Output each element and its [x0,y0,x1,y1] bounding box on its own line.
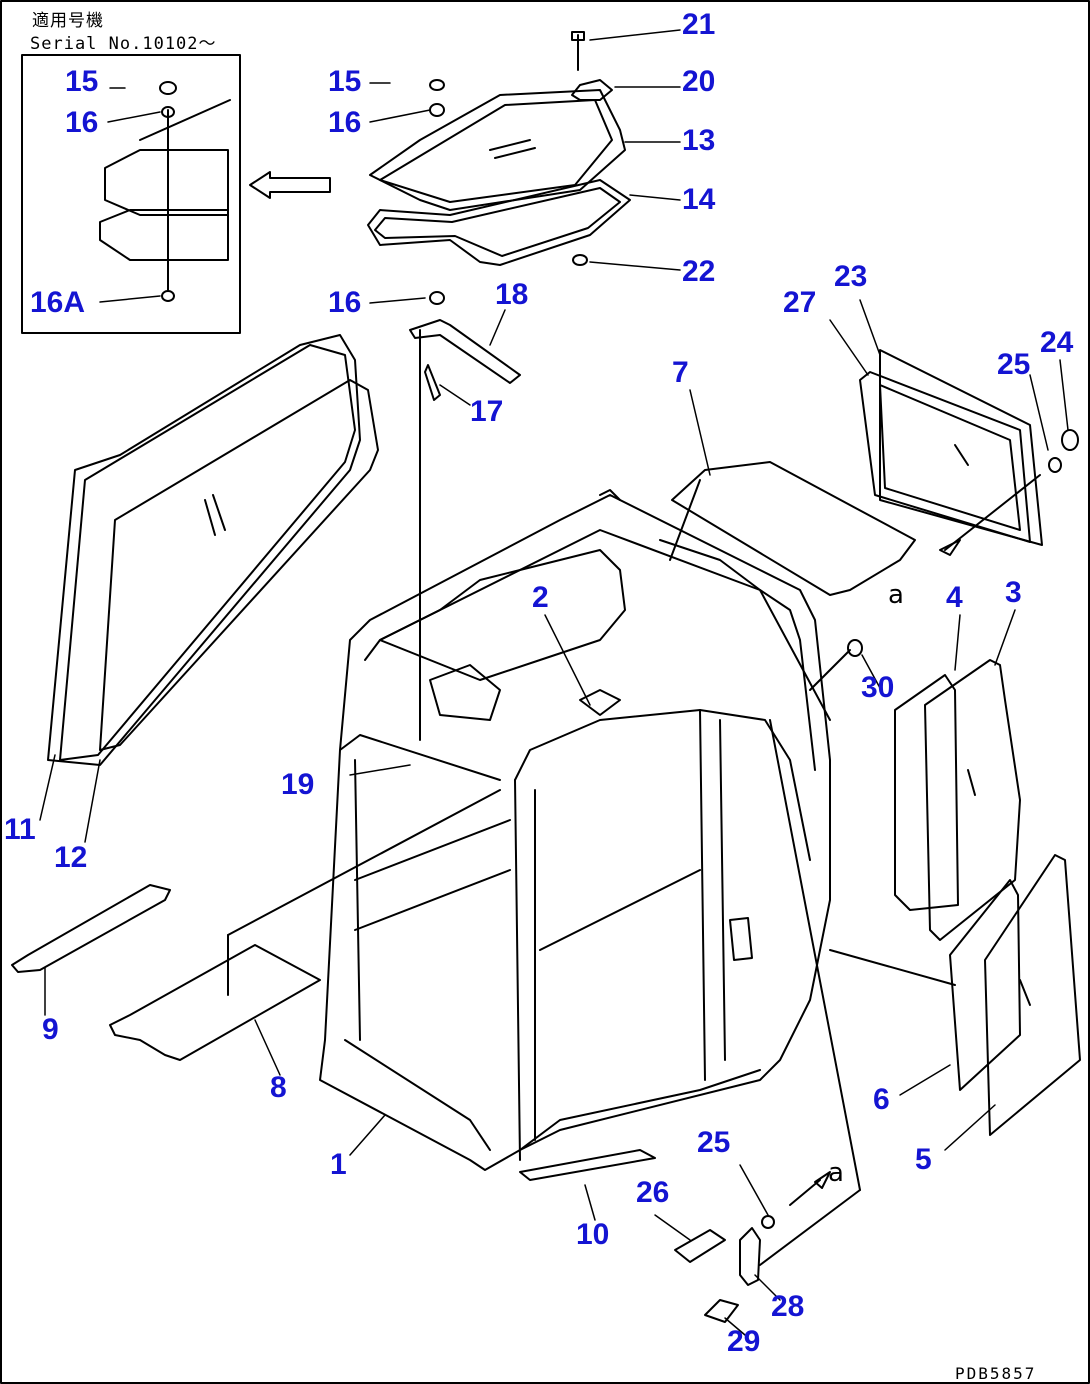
callout-17: 17 [470,395,504,428]
callout-16-lower: 16 [328,286,362,319]
callout-9: 9 [42,1013,59,1046]
roof-hatch [367,31,631,741]
plate-8 [109,944,321,1061]
callout-24: 24 [1040,326,1074,359]
callout-16-upper: 16 [328,106,362,139]
callout-28: 28 [771,1290,805,1323]
view-mark-a-lower: a [828,1158,844,1188]
callout-26: 26 [636,1176,670,1209]
serial-label: Serial No.10102～ [30,34,217,54]
callout-14: 14 [682,183,716,216]
callout-16a-inset: 16A [30,286,86,319]
callout-15: 15 [328,65,362,98]
inset-arrow [249,171,331,199]
side-window [47,334,379,766]
callout-13: 13 [682,124,716,157]
callout-16-inset: 16 [65,106,99,139]
callout-25-upper: 25 [997,348,1031,381]
callout-6: 6 [873,1083,890,1116]
callout-7: 7 [672,356,689,389]
callout-23: 23 [834,260,868,293]
strip-10 [519,1149,656,1181]
callout-15-inset: 15 [65,65,99,98]
right-window-upper [894,659,1021,941]
rear-window [859,349,1079,556]
leader-lines [39,29,1069,1336]
inset-box [21,54,241,334]
callout-8: 8 [270,1071,287,1104]
roof-panel [671,461,916,596]
callout-21: 21 [682,8,716,41]
strip-9 [11,884,171,973]
callout-18: 18 [495,278,529,311]
inset-drawing [99,81,231,302]
lock-parts [674,719,861,1323]
callout-1: 1 [330,1148,347,1181]
callout-5: 5 [915,1143,932,1176]
callout-19: 19 [281,768,315,801]
callout-27: 27 [783,286,817,319]
callout-20: 20 [682,65,716,98]
callout-10: 10 [576,1218,610,1251]
bracket [409,319,521,401]
callout-25-lower: 25 [697,1126,731,1159]
callout-22: 22 [682,255,716,288]
applicable-label: 適用号機 [32,11,104,31]
callout-12: 12 [54,841,88,874]
callout-2: 2 [532,581,549,614]
callout-29: 29 [727,1325,761,1358]
drawing-code: PDB5857 [955,1364,1037,1383]
view-mark-a-upper: a [888,580,904,610]
right-window-lower [829,854,1081,1136]
cab-frame [319,489,831,1171]
callout-11: 11 [4,813,36,846]
callout-30: 30 [861,671,895,704]
callout-3: 3 [1005,576,1022,609]
callout-4: 4 [946,581,963,614]
